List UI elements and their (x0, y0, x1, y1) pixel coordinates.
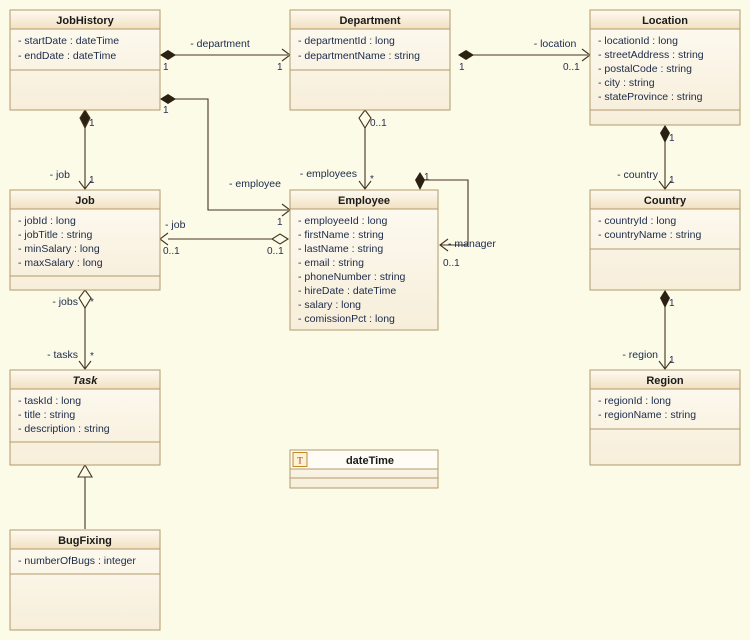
class-attr: - startDate : dateTime (18, 35, 119, 47)
class-attr: - employeeId : long (298, 215, 387, 227)
datatype-title-datetime: dateTime (346, 455, 394, 467)
edge-employees: - employees 0..1 * (300, 109, 387, 190)
mult-location-country-target: 1 (669, 175, 675, 186)
mult-department-location-target: 0..1 (563, 62, 580, 73)
mult-department-employee-target: * (370, 174, 374, 185)
mult-location-country-source: 1 (669, 133, 675, 144)
class-attr: - hireDate : dateTime (298, 285, 396, 297)
class-title-department: Department (339, 15, 400, 27)
class-title-country: Country (644, 195, 687, 207)
datatype-box-datetime[interactable]: T dateTime (289, 449, 439, 489)
edge-label-jobs: - jobs (52, 296, 78, 308)
edge-job-from-jobhistory: - job 1 1 (50, 108, 95, 190)
class-attr: - stateProvince : string (598, 91, 703, 103)
class-attr: - postalCode : string (598, 63, 692, 75)
edge-label-job-jobhistory: - job (50, 169, 71, 181)
edge-department: - department 1 1 (160, 38, 291, 73)
class-attr: - endDate : dateTime (18, 50, 116, 62)
mult-jobhistory-job-target: 1 (89, 175, 95, 186)
class-attr: - countryId : long (598, 215, 676, 227)
edge-label-job-employee: - job (165, 219, 186, 231)
class-attr: - taskId : long (18, 395, 81, 407)
type-glyph-label: T (297, 456, 303, 466)
mult-jobhistory-employee-target: 1 (277, 217, 283, 228)
edge-label-employees: - employees (300, 168, 357, 180)
class-attr: - departmentName : string (298, 50, 420, 62)
mult-jobhistory-department-target: 1 (277, 62, 283, 73)
mult-jobhistory-employee-source: 1 (163, 105, 169, 116)
class-title-employee: Employee (338, 195, 390, 207)
class-title-jobhistory: JobHistory (56, 15, 114, 27)
mult-department-location-source: 1 (459, 62, 465, 73)
class-box-task[interactable]: Task - taskId : long - title : string - … (9, 369, 161, 466)
edge-location: - location 1 0..1 (458, 38, 591, 73)
edge-label-tasks: - tasks (47, 349, 78, 361)
mult-manager-source: 1 (424, 172, 430, 183)
type-marker-icon (292, 452, 308, 467)
edge-label-country: - country (617, 169, 659, 181)
mult-tasks-target: * (90, 351, 94, 362)
mult-employee-job-target: 0..1 (163, 246, 180, 257)
edge-jobs-tasks: - jobs - tasks * * (47, 289, 94, 370)
class-attr: - comissionPct : long (298, 313, 395, 325)
class-attr: - numberOfBugs : integer (18, 555, 136, 567)
edge-region: - region 1 1 (622, 290, 675, 370)
mult-jobhistory-job-source: 1 (89, 118, 95, 129)
class-attr: - countryName : string (598, 229, 701, 241)
mult-manager-target: 0..1 (443, 258, 460, 269)
class-box-region[interactable]: Region - regionId : long - regionName : … (589, 369, 741, 466)
edge-country: - country 1 1 (617, 125, 675, 190)
class-title-bugfixing: BugFixing (58, 535, 112, 547)
mult-country-region-source: 1 (669, 298, 675, 309)
class-attr: - lastName : string (298, 243, 383, 255)
edge-bugfixing-generalization (77, 463, 93, 529)
class-attr: - streetAddress : string (598, 49, 704, 61)
class-box-department[interactable]: Department - departmentId : long - depar… (289, 9, 451, 111)
class-attr: - departmentId : long (298, 35, 395, 47)
class-attr: - locationId : long (598, 35, 678, 47)
class-box-location[interactable]: Location - locationId : long - streetAdd… (589, 9, 741, 126)
mult-employee-job-source: 0..1 (267, 246, 284, 257)
edge-job-from-employee: - job 0..1 0..1 (159, 219, 290, 257)
class-title-task: Task (73, 375, 99, 387)
class-box-job[interactable]: Job - jobId : long - jobTitle : string -… (9, 189, 161, 291)
mult-jobs-source: * (90, 297, 94, 308)
class-attr: - salary : long (298, 299, 361, 311)
class-attr: - jobTitle : string (18, 229, 92, 241)
class-attr: - maxSalary : long (18, 257, 103, 269)
edge-label-manager: - manager (448, 238, 496, 250)
edge-label-employee: - employee (229, 178, 281, 190)
class-box-employee[interactable]: Employee - employeeId : long - firstName… (289, 189, 439, 331)
edge-employee: - employee 1 1 (160, 94, 291, 228)
class-attr: - email : string (298, 257, 364, 269)
edge-manager: - manager 1 0..1 (415, 172, 496, 269)
class-attr: - title : string (18, 409, 75, 421)
edge-label-region: - region (622, 349, 658, 361)
mult-jobhistory-department-source: 1 (163, 62, 169, 73)
class-box-jobhistory[interactable]: JobHistory - startDate : dateTime - endD… (9, 9, 161, 111)
class-attr: - phoneNumber : string (298, 271, 406, 283)
class-attr: - city : string (598, 77, 655, 89)
class-attr: - regionName : string (598, 409, 696, 421)
class-box-bugfixing[interactable]: BugFixing - numberOfBugs : integer (9, 529, 161, 631)
mult-country-region-target: 1 (669, 355, 675, 366)
class-attr: - regionId : long (598, 395, 671, 407)
class-title-region: Region (646, 375, 684, 387)
edge-label-department: - department (190, 38, 250, 50)
class-title-job: Job (75, 195, 95, 207)
class-box-country[interactable]: Country - countryId : long - countryName… (589, 189, 741, 291)
class-attr: - description : string (18, 423, 110, 435)
class-title-location: Location (642, 15, 688, 27)
class-attr: - firstName : string (298, 229, 384, 241)
edge-label-location: - location (534, 38, 577, 50)
class-attr: - jobId : long (18, 215, 76, 227)
class-attr: - minSalary : long (18, 243, 100, 255)
mult-department-employee-source: 0..1 (370, 118, 387, 129)
